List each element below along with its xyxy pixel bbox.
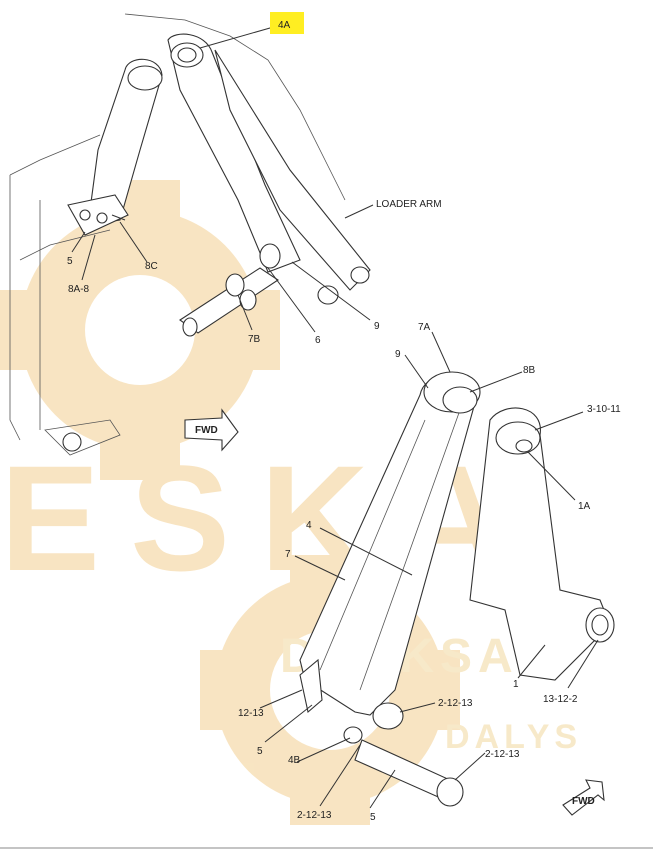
callout-1a[interactable]: 1A [578,501,591,512]
pin-2-12-13 [372,702,404,730]
fwd-label-top: FWD [195,425,218,436]
pin-end-9 [317,285,339,305]
pin-6-tip [182,317,198,337]
bushing-8b [442,386,478,414]
callout-5-bottom[interactable]: 5 [370,812,376,823]
pin-cap-2-12-13 [436,777,464,807]
callout-5-mid[interactable]: 5 [257,746,263,757]
frame-foot [44,419,121,456]
bushing-4a-inner [177,47,197,63]
callout-8a-8[interactable]: 8A-8 [68,284,90,295]
callout-highlight [270,12,304,34]
spacer-7b [225,273,245,297]
gear-watermark-icon [0,180,280,480]
callout-12-13[interactable]: 12-13 [238,708,264,719]
watermark-sub2-text: DALYS [445,718,582,756]
callout-4-mid[interactable]: 4 [306,520,312,531]
frame-edge [9,175,21,441]
callout-6[interactable]: 6 [315,335,321,346]
fwd-arrow-bottom: FWD [562,779,605,816]
callout-9-top[interactable]: 9 [374,321,380,332]
bolt-8c [111,214,126,221]
callout-9-mid[interactable]: 9 [395,349,401,360]
callout-8c[interactable]: 8C [145,261,158,272]
callout-7a[interactable]: 7A [418,322,431,333]
pin-boss [62,432,82,452]
bolt-hole [79,209,91,221]
pin-1a [515,439,533,453]
bushing-inner [591,614,609,636]
callout-4b[interactable]: 4B [288,755,301,766]
leader-lines [71,25,599,809]
callout-1[interactable]: 1 [513,679,519,690]
callout-loader-arm[interactable]: LOADER ARM [376,199,442,210]
frame-edge [124,13,346,201]
loader-arm-upper-rear [214,49,371,291]
lower-assembly [299,371,615,807]
tower-assembly [469,407,611,681]
forward-arrow-icon [562,779,605,816]
link-eye [127,65,163,91]
frame-edge [19,229,111,261]
callout-2-12-13-c[interactable]: 2-12-13 [297,810,332,821]
forward-arrow-icon [184,408,239,452]
callout-2-12-13-b[interactable]: 2-12-13 [485,749,520,760]
pin-end-9b [350,266,370,284]
callout-8b[interactable]: 8B [523,365,536,376]
upper-assembly [9,13,371,456]
arm-edge [319,419,426,671]
pin-6-end [259,243,281,269]
spacer-12-13 [299,658,323,714]
arm-edge [359,409,461,691]
callout-5-top[interactable]: 5 [67,256,73,267]
bolt-hole [96,212,108,224]
callout-7b[interactable]: 7B [248,334,261,345]
callout-13-12-2[interactable]: 13-12-2 [543,694,578,705]
spacer-4b [343,726,363,744]
callout-4a-top[interactable]: 4A [278,20,291,31]
callout-3-10-11[interactable]: 3-10-11 [587,404,621,415]
callout-labels: 4A LOADER ARM 5 8A-8 8C 7B 6 9 7A 9 8B 3… [67,20,621,823]
callout-2-12-13-a[interactable]: 2-12-13 [438,698,473,709]
fwd-arrow-top: FWD [184,408,239,452]
callout-7-mid[interactable]: 7 [285,549,291,560]
frame-edge [9,134,101,176]
fwd-label-bottom: FWD [572,796,595,807]
